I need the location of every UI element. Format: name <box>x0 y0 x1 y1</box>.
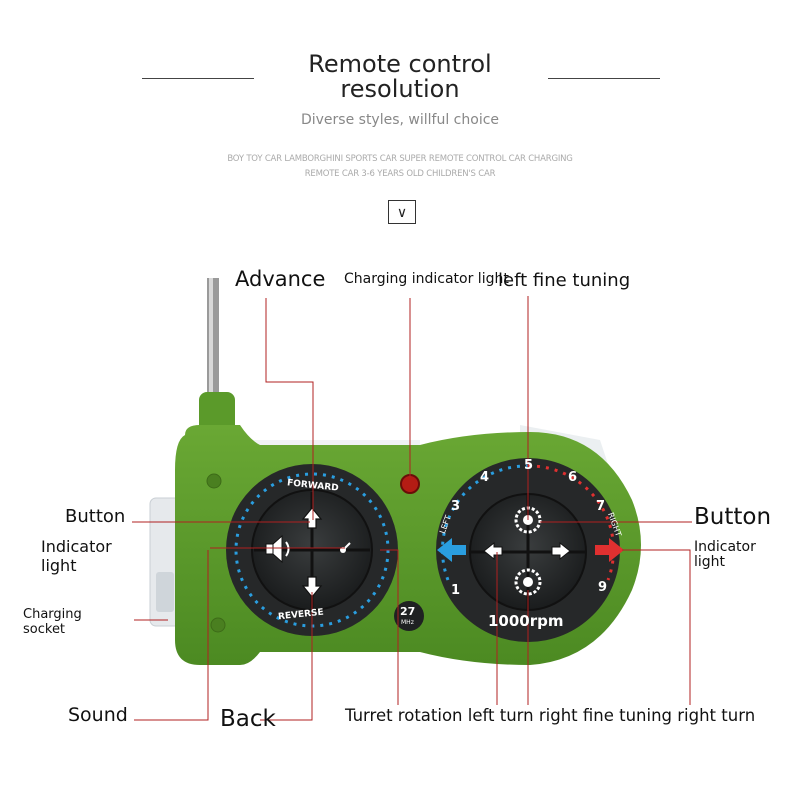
charging-socket-port <box>156 572 174 612</box>
label-advance: Advance <box>235 267 326 291</box>
title-line-2: resolution <box>340 75 460 103</box>
dial-number-3: 3 <box>451 499 461 514</box>
up-arrow-icon[interactable] <box>301 507 323 529</box>
dial-number-1: 1 <box>451 583 461 598</box>
right-dial <box>436 458 620 642</box>
left-dial <box>226 464 398 636</box>
label-left-fine-tuning: left fine tuning <box>498 270 631 291</box>
speaker-icon[interactable] <box>265 534 290 564</box>
label-indicator-left-line2: light <box>41 556 77 575</box>
screw-bottom <box>210 617 226 633</box>
left-turn-arrow-icon[interactable] <box>437 538 466 562</box>
down-arrow-icon[interactable] <box>301 576 323 598</box>
chevron-down-icon[interactable]: ∨ <box>388 200 416 224</box>
dial-number-4: 4 <box>480 470 490 485</box>
label-charging-socket: Charging socket <box>23 607 82 637</box>
fine-right-arrow-icon[interactable] <box>551 541 571 561</box>
dial-number-7: 7 <box>596 499 606 514</box>
frequency-number: 27 <box>400 605 416 618</box>
label-bottom-row: Turret rotation left turn right fine tun… <box>345 706 756 725</box>
right-turn-arrow-icon[interactable] <box>595 538 624 562</box>
product-description-line-1: BOY TOY CAR LAMBORGHINI SPORTS CAR SUPER… <box>227 154 573 164</box>
page-subtitle: Diverse styles, willful choice <box>300 112 500 128</box>
label-indicator-left: Indicator light <box>41 537 112 575</box>
label-back: Back <box>220 706 276 732</box>
label-sound: Sound <box>68 704 128 726</box>
product-description-line-2: REMOTE CAR 3-6 YEARS OLD CHILDREN'S CAR <box>304 169 496 179</box>
label-indicator-right: Indicator light <box>694 540 756 570</box>
label-button-left: Button <box>65 506 126 527</box>
label-indicator-left-line1: Indicator <box>41 537 112 556</box>
label-charging-indicator-light: Charging indicator light <box>344 271 509 287</box>
screw-top <box>206 473 222 489</box>
label-indicator-right-line2: light <box>694 554 726 570</box>
frequency-badge <box>394 601 424 631</box>
callout-lines <box>132 296 692 721</box>
page-title: Remote control resolution <box>250 52 550 102</box>
frequency-unit: MHz <box>401 619 414 626</box>
label-charging-socket-line2: socket <box>23 622 66 637</box>
header-rule-right <box>548 78 660 79</box>
dial-number-9: 9 <box>598 580 608 595</box>
dial-number-6: 6 <box>568 470 578 485</box>
turret-rotate-down-icon[interactable] <box>514 568 542 596</box>
title-line-1: Remote control <box>308 50 492 78</box>
header-rule-left <box>142 78 254 79</box>
label-button-right: Button <box>694 504 772 530</box>
dial-number-5: 5 <box>524 458 534 473</box>
label-charging-socket-line1: Charging <box>23 607 82 622</box>
label-indicator-right-line1: Indicator <box>694 539 756 555</box>
rpm-label: 1000rpm <box>488 612 564 630</box>
